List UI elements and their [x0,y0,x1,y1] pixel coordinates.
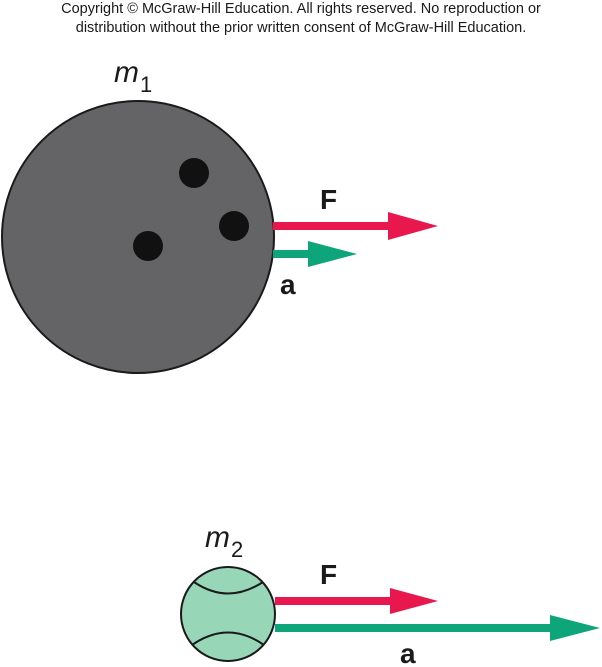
force-label-bottom: F [320,559,337,590]
mass-label-m2: m2 [205,521,243,562]
top-panel: m1 F a [1,56,438,374]
tennis-ball-icon [180,566,276,662]
force-label-top: F [320,184,337,215]
acceleration-label-top: a [280,269,296,300]
acceleration-arrow-icon [273,241,357,267]
mass-subscript: 1 [140,72,152,97]
finger-hole-icon [179,158,209,188]
copyright-notice: Copyright © McGraw-Hill Education. All r… [0,0,602,38]
copyright-line-2: distribution without the prior written c… [75,20,527,36]
thumb-hole-icon [133,231,163,261]
force-arrow-icon [275,588,438,614]
mass-label-m1: m1 [114,56,152,97]
mass-symbol: m [114,56,139,89]
tennis-ball-seam-icon [193,581,264,595]
tennis-ball-seam-icon [191,631,265,646]
acceleration-arrow-icon [275,615,600,641]
finger-hole-icon [219,211,249,241]
copyright-line-1: Copyright © McGraw-Hill Education. All r… [61,1,541,17]
acceleration-label-bottom: a [400,638,416,667]
force-arrow-icon [273,212,438,240]
mass-subscript: 2 [231,537,243,562]
mass-symbol: m [205,521,230,554]
bottom-panel: m2 F a [180,521,600,667]
